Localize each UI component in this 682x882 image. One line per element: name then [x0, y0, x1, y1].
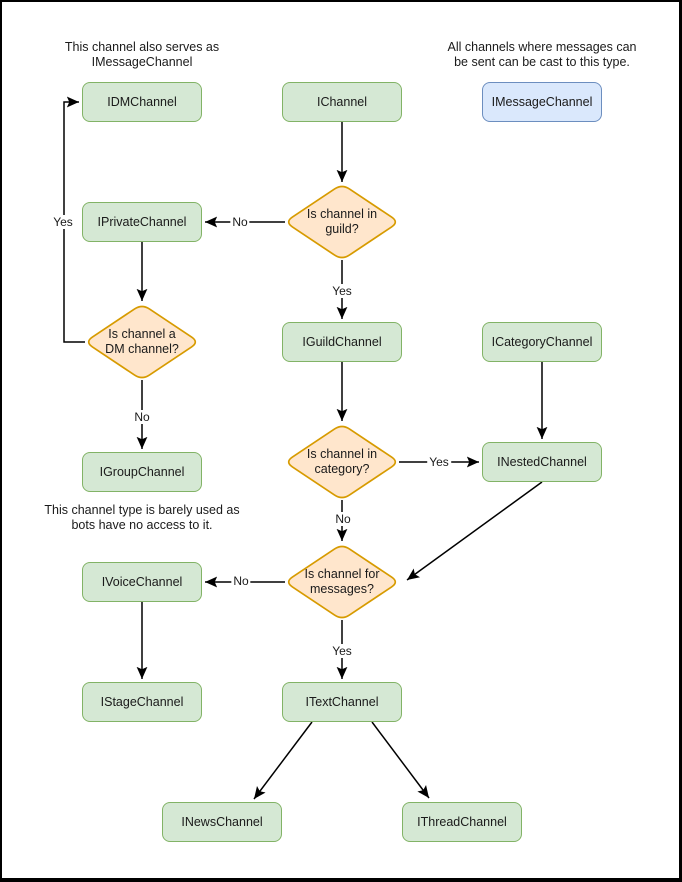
- node-istagechannel: IStageChannel: [82, 682, 202, 722]
- decision-is-channel-in-category: Is channel in category?: [285, 424, 399, 500]
- annotation-group-note: This channel type is barely used as bots…: [44, 503, 240, 532]
- node-idmchannel: IDMChannel: [82, 82, 202, 122]
- decision-label: Is channel a DM channel?: [105, 327, 179, 356]
- diamond-shape: [287, 185, 397, 259]
- decision-is-channel-a-dm: Is channel a DM channel?: [85, 304, 199, 380]
- node-inestedchannel: INestedChannel: [482, 442, 602, 482]
- node-inewschannel: INewsChannel: [162, 802, 282, 842]
- node-ichannel: IChannel: [282, 82, 402, 122]
- edge-inestedchannel-to-messages-decision: [406, 481, 543, 581]
- decision-label: Is channel in category?: [306, 447, 378, 476]
- annotation-dm-note: This channel also serves as IMessageChan…: [64, 40, 220, 69]
- decision-label: Is channel in guild?: [306, 207, 378, 236]
- edge-label-no-guild-to-private: No: [230, 215, 250, 229]
- node-ithreadchannel: IThreadChannel: [402, 802, 522, 842]
- decision-is-channel-in-guild: Is channel in guild?: [285, 184, 399, 260]
- edge-label-no-dm-to-group: No: [132, 410, 152, 424]
- edge-itextchannel-to-inewschannel: [253, 721, 313, 800]
- node-iprivatechannel: IPrivateChannel: [82, 202, 202, 242]
- node-icategorychannel: ICategoryChannel: [482, 322, 602, 362]
- decision-is-channel-for-messages: Is channel for messages?: [285, 544, 399, 620]
- edge-label-yes-category-to-nested: Yes: [427, 455, 451, 469]
- diamond-shape: [287, 545, 397, 619]
- node-igroupchannel: IGroupChannel: [82, 452, 202, 492]
- edge-label-yes-dm-to-idm: Yes: [51, 215, 75, 229]
- edge-label-no-category-to-messages: No: [333, 512, 353, 526]
- node-iguildchannel: IGuildChannel: [282, 322, 402, 362]
- edge-label-yes-guild-to-iguild: Yes: [330, 284, 354, 298]
- edge-label-no-messages-to-voice: No: [231, 574, 251, 588]
- edge-label-yes-messages-to-text: Yes: [330, 644, 354, 658]
- diamond-shape: [87, 305, 197, 379]
- diamond-shape: [287, 425, 397, 499]
- decision-label: Is channel for messages?: [304, 567, 380, 596]
- node-imessagechannel: IMessageChannel: [482, 82, 602, 122]
- node-itextchannel: ITextChannel: [282, 682, 402, 722]
- annotation-message-note: All channels where messages can be sent …: [447, 40, 637, 69]
- edge-itextchannel-to-ithreadchannel: [371, 721, 430, 799]
- node-ivoicechannel: IVoiceChannel: [82, 562, 202, 602]
